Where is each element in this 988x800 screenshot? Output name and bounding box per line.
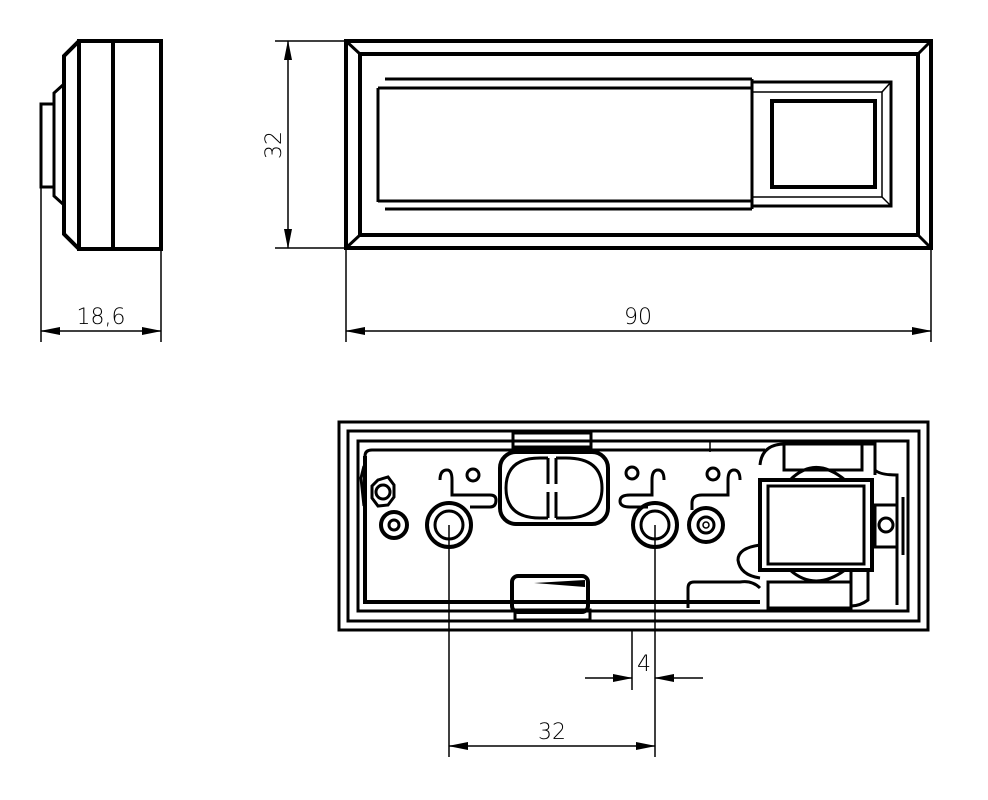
front-view: 32 90 [262, 39, 933, 342]
hole-spacing-dimension: 32 [538, 720, 566, 745]
depth-dimension: 18,6 [77, 305, 126, 330]
width-dimension: 90 [624, 305, 652, 330]
hole-diameter-dimension: 4 [637, 652, 651, 677]
height-dimension: 32 [262, 131, 287, 159]
side-view: 18,6 [39, 39, 163, 342]
back-view: 4 32 [337, 420, 930, 757]
